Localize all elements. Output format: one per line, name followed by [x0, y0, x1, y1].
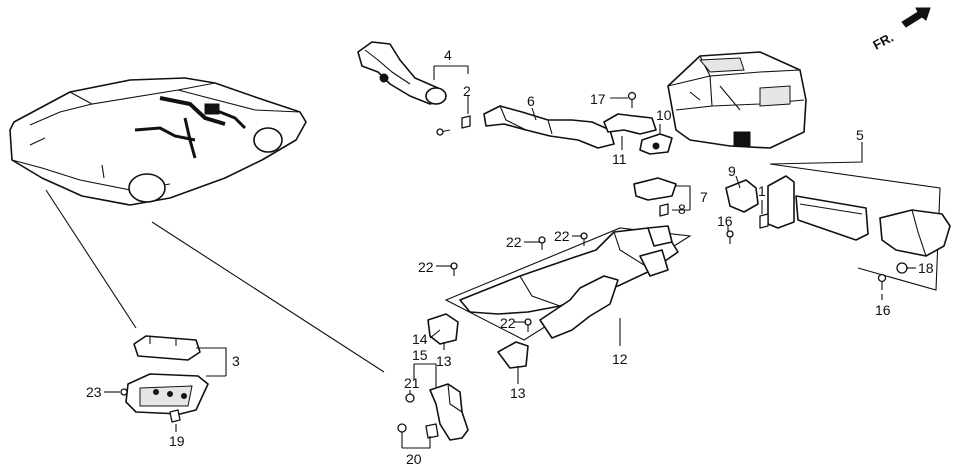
- callout-16-right: 16: [875, 302, 891, 318]
- callout-10: 10: [656, 107, 672, 123]
- part-4-duct: [357, 41, 447, 105]
- part-5-rear-ducts: [767, 175, 951, 257]
- callout-1: 1: [758, 183, 766, 199]
- front-direction-label: FR.: [870, 30, 896, 53]
- part-3-bracket: [133, 335, 201, 361]
- clip-19: [169, 409, 181, 423]
- callout-11: 11: [612, 151, 627, 167]
- callout-4: 4: [444, 47, 452, 63]
- screw-22-d: [524, 318, 532, 332]
- screw-22-a: [538, 236, 546, 250]
- heater-unit: [667, 51, 807, 149]
- screw-23: [120, 388, 128, 396]
- part-9: [725, 179, 759, 213]
- callout-21: 21: [404, 375, 420, 391]
- callout-7: 7: [700, 189, 708, 205]
- part-12-floor-duct: [444, 225, 692, 341]
- callout-22-c: 22: [418, 259, 434, 275]
- car-outline: [9, 77, 307, 206]
- clip-1: [759, 213, 769, 229]
- part-3-control-unit: [125, 373, 209, 415]
- part-6-duct: [483, 105, 615, 149]
- clip-21: [405, 393, 415, 403]
- leader-lines: [104, 65, 916, 449]
- part-14: [427, 313, 459, 345]
- callout-16-middle: 16: [717, 213, 733, 229]
- screw-16-right: [877, 273, 887, 290]
- callout-12: 12: [612, 351, 628, 367]
- callout-20: 20: [406, 451, 422, 467]
- part-13-right: [497, 341, 529, 369]
- callout-6: 6: [527, 93, 535, 109]
- callout-9: 9: [728, 163, 736, 179]
- screw-17: [627, 91, 637, 108]
- clip-8: [659, 203, 669, 217]
- clip-18: [896, 262, 908, 274]
- clip-20: [397, 423, 439, 439]
- callout-23: 23: [86, 384, 102, 400]
- callout-13-right: 13: [510, 385, 526, 401]
- part-7: [633, 177, 677, 201]
- callout-22-b: 22: [554, 228, 570, 244]
- front-direction-arrow: [901, 7, 931, 28]
- screw-16-middle: [726, 230, 734, 244]
- callout-15: 15: [412, 347, 428, 363]
- callout-19: 19: [169, 433, 185, 449]
- callout-13-left: 13: [436, 353, 452, 369]
- car-leader-left: [45, 189, 137, 329]
- callout-22-d: 22: [500, 315, 516, 331]
- callout-2: 2: [463, 83, 471, 99]
- screw-22-c: [450, 262, 458, 276]
- part-15-bracket: [429, 383, 469, 441]
- callout-14: 14: [412, 331, 428, 347]
- clip-2: [436, 115, 471, 136]
- callout-22-a: 22: [506, 234, 522, 250]
- callout-8: 8: [678, 201, 686, 217]
- car-leader-right: [151, 221, 385, 373]
- callout-3: 3: [232, 353, 240, 369]
- callout-5: 5: [856, 127, 864, 143]
- callout-18: 18: [918, 260, 934, 276]
- callout-17: 17: [590, 91, 606, 107]
- callout-labels: 4 2 6 17 10 11 5 9 7 8 16 1 18 16 12 22 …: [86, 47, 934, 467]
